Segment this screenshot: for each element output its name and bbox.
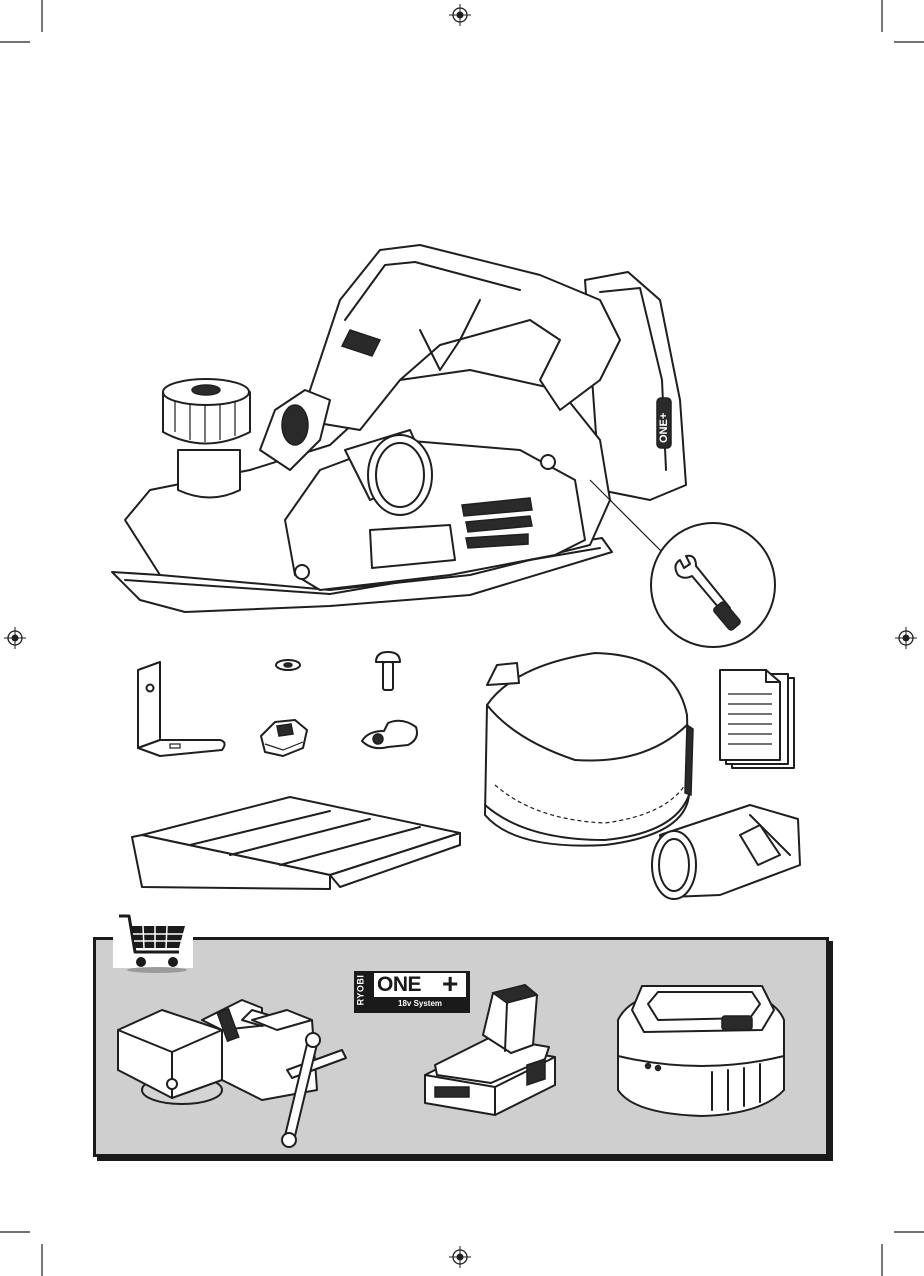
badge-brand-text: RYOBI xyxy=(355,975,365,1006)
edge-guide xyxy=(130,795,465,895)
planer-illustration: ONE+ xyxy=(105,240,705,615)
svg-text:ONE+: ONE+ xyxy=(658,413,670,443)
bench-vise xyxy=(112,990,352,1150)
battery-charger xyxy=(612,980,792,1120)
wrench-callout xyxy=(648,520,778,650)
registration-mark-top-icon xyxy=(449,4,471,26)
dust-adapter xyxy=(640,795,810,905)
carriage-bolt xyxy=(372,650,404,694)
registration-mark-left-icon xyxy=(4,627,26,649)
badge-brand-strip: RYOBI xyxy=(354,971,370,1013)
registration-mark-bottom-icon xyxy=(449,1246,471,1268)
shopping-cart-icon xyxy=(113,908,193,974)
document-stack-icon xyxy=(718,668,800,772)
washer xyxy=(273,657,303,673)
battery-pack xyxy=(415,975,565,1125)
wing-nut xyxy=(358,715,424,755)
fence-knob xyxy=(255,712,315,762)
fence-bracket xyxy=(130,660,230,760)
registration-mark-right-icon xyxy=(895,627,917,649)
